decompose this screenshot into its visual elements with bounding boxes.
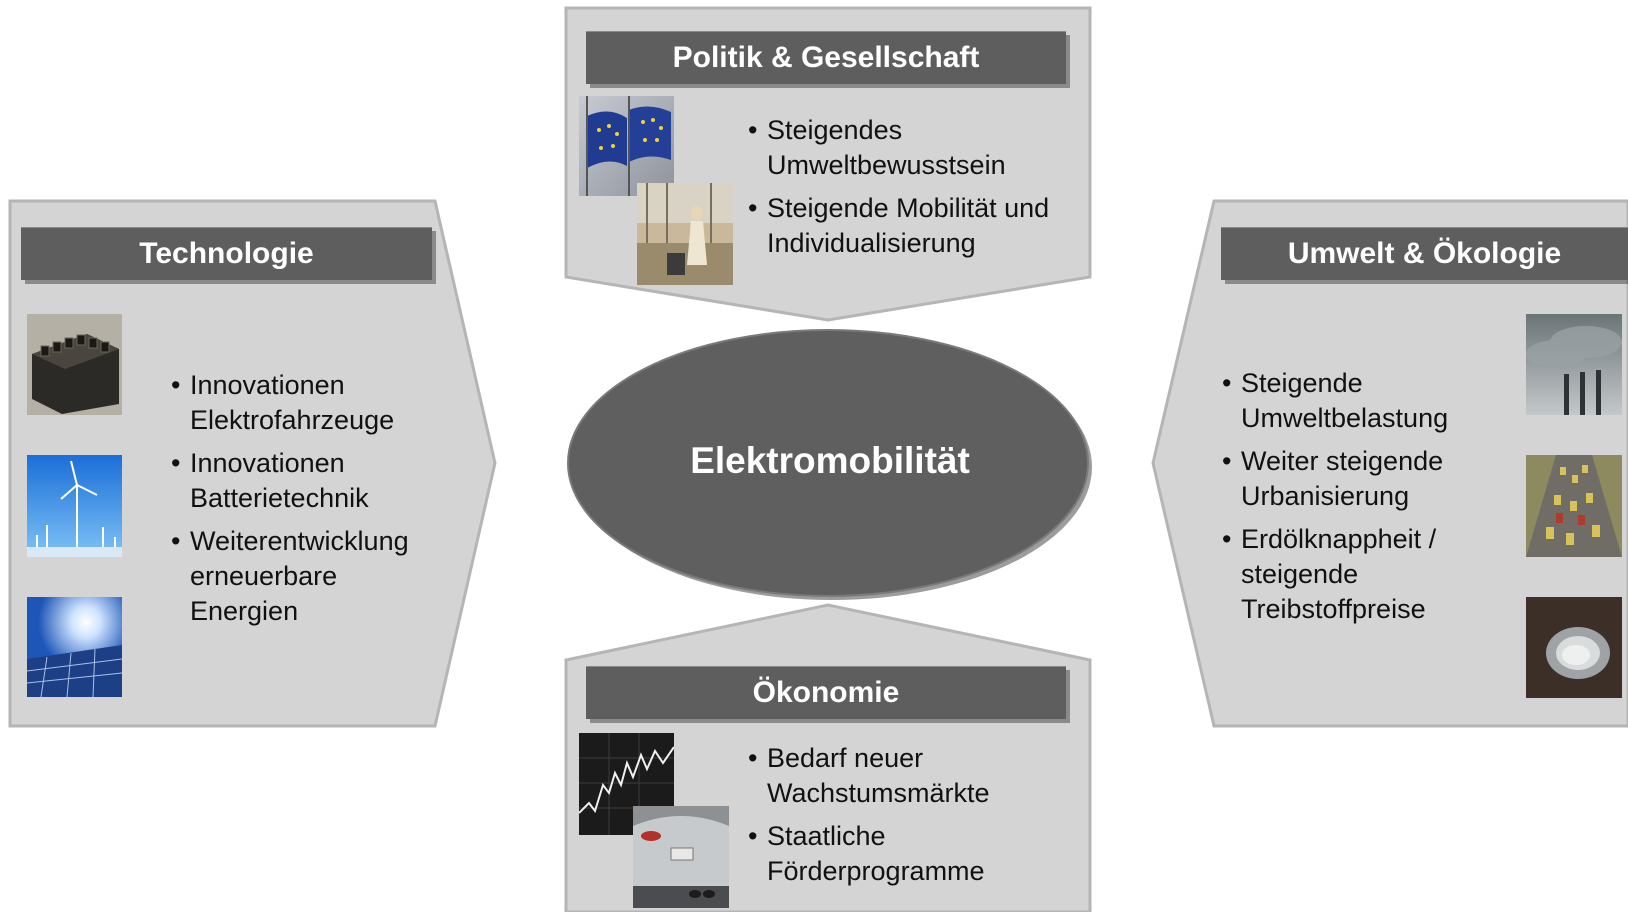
right-bullet-item: Weiter steigende Urbanisierung xyxy=(1222,444,1482,514)
airport-traveler-photo xyxy=(637,183,733,285)
car-rear-photo xyxy=(633,806,729,908)
left-bullet-item: Weiterentwicklung erneuerbare Energien xyxy=(171,524,436,629)
bottom-bullet-item: Staatliche Förderprogramme xyxy=(748,819,1068,889)
top-bullet-list: Steigendes Umweltbewusstsein Steigende M… xyxy=(748,113,1068,269)
right-bullet-list: Steigende Umweltbelastung Weiter steigen… xyxy=(1222,366,1482,635)
left-bullet-item: Innovationen Batterietechnik xyxy=(171,446,436,516)
left-bullet-list: Innovationen Elektrofahrzeuge Innovation… xyxy=(171,368,436,637)
left-panel-title: Technologie xyxy=(21,227,432,280)
bottom-bullet-item: Bedarf neuer Wachstumsmärkte xyxy=(748,741,1068,811)
left-bullet-item: Innovationen Elektrofahrzeuge xyxy=(171,368,436,438)
traffic-jam-photo xyxy=(1526,455,1622,557)
wind-turbines-photo xyxy=(27,455,122,557)
bottom-panel-title: Ökonomie xyxy=(586,666,1066,719)
top-panel-title: Politik & Gesellschaft xyxy=(586,31,1066,84)
top-bullet-item: Steigende Mobilität und Individualisieru… xyxy=(748,191,1068,261)
bottom-bullet-list: Bedarf neuer Wachstumsmärkte Staatliche … xyxy=(748,741,1068,897)
smokestacks-photo xyxy=(1526,314,1622,415)
exhaust-pipe-photo xyxy=(1526,597,1622,698)
right-bullet-item: Erdölknappheit / steigende Treibstoffpre… xyxy=(1222,522,1482,627)
center-ellipse xyxy=(567,329,1089,597)
battery-photo xyxy=(27,314,122,415)
right-panel-title: Umwelt & Ökologie xyxy=(1221,227,1628,280)
top-bullet-item: Steigendes Umweltbewusstsein xyxy=(748,113,1068,183)
center-label: Elektromobilität xyxy=(690,440,970,481)
eu-flags-photo xyxy=(579,96,674,196)
solar-panels-photo xyxy=(27,597,122,697)
right-bullet-item: Steigende Umweltbelastung xyxy=(1222,366,1482,436)
